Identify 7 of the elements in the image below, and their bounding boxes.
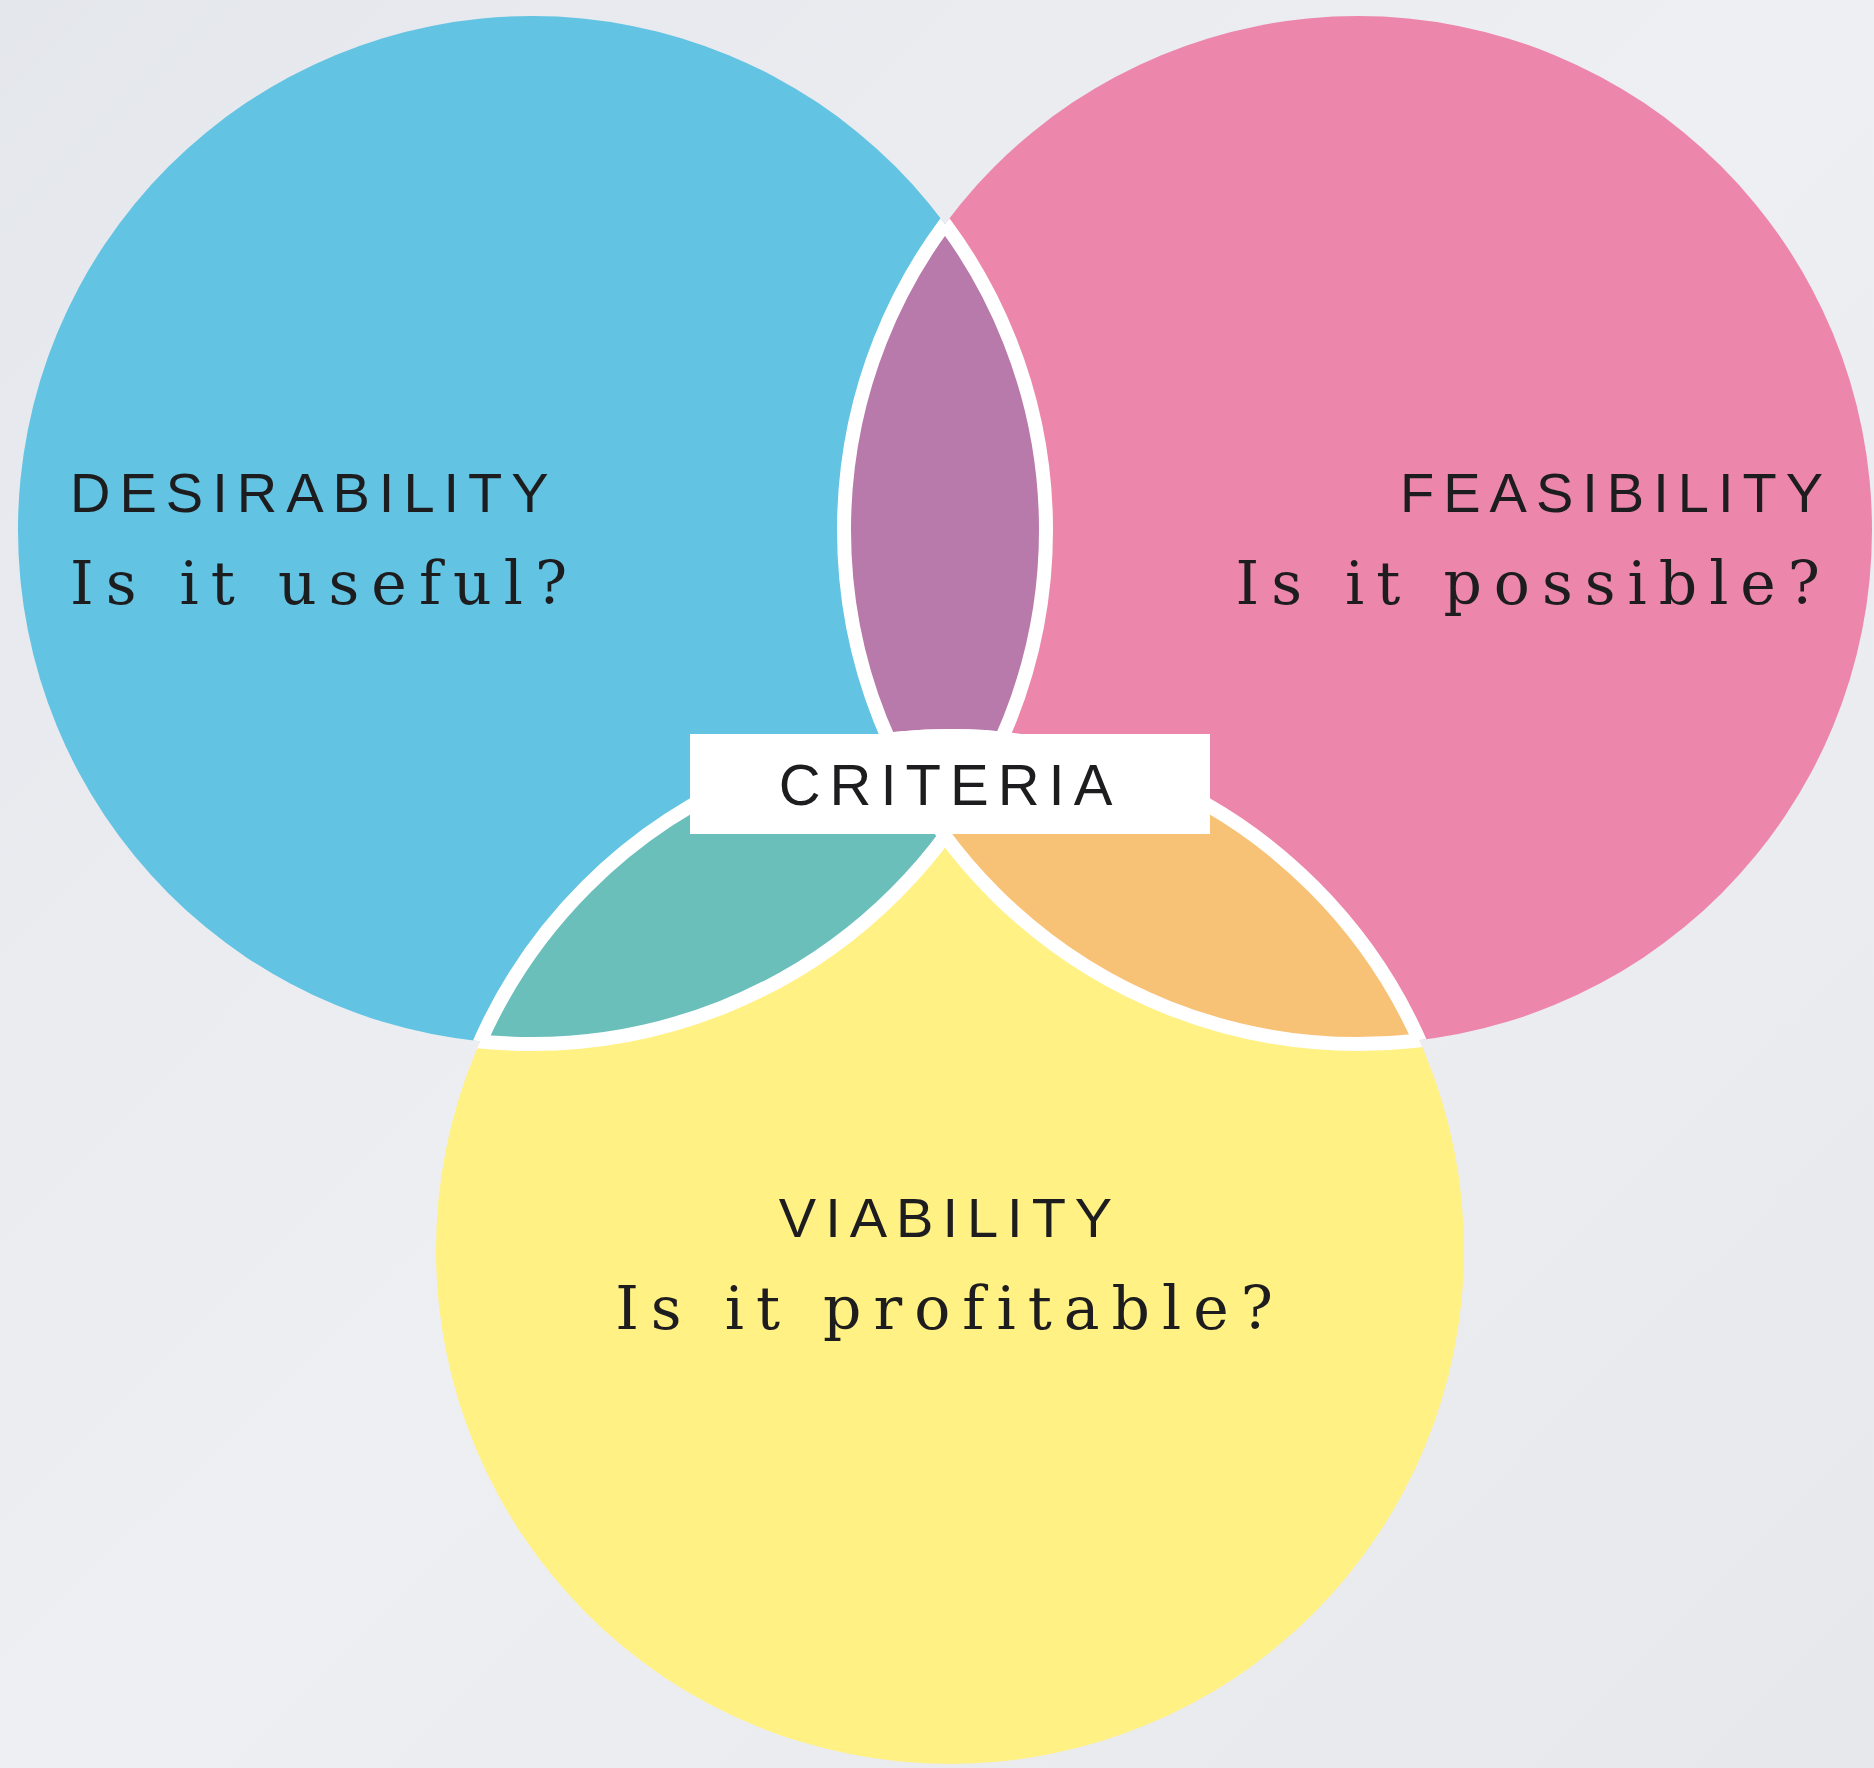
circle-question: Is it possible?	[1235, 548, 1832, 618]
circle-title: DESIRABILITY	[70, 460, 558, 525]
circle-question: Is it profitable?	[615, 1273, 1285, 1343]
circle-title: VIABILITY	[778, 1185, 1122, 1250]
center-label: CRITERIA	[778, 750, 1122, 818]
circle-title: FEASIBILITY	[1400, 460, 1832, 525]
circle-question: Is it useful?	[70, 548, 580, 618]
